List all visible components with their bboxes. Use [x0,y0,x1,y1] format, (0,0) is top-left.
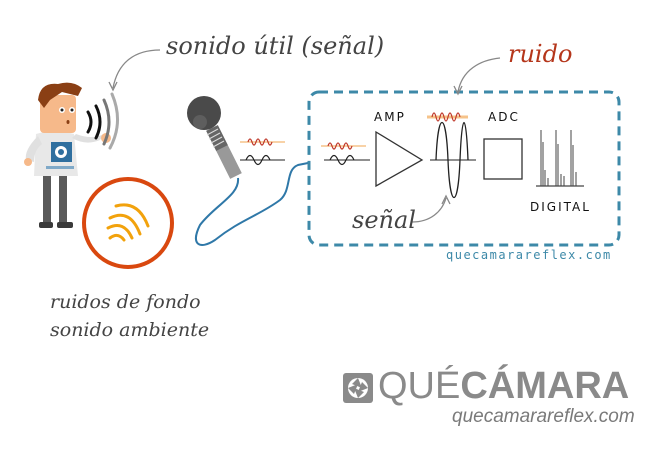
amplified-noise [427,112,468,122]
amplifier-icon [375,130,424,188]
box-site-label: quecamarareflex.com [446,248,612,262]
brand-que: QUÉ [378,365,461,407]
mic-waveforms [240,138,285,166]
voice-waves-icon [86,92,119,150]
background-noise-line1: ruidos de fondo [50,291,201,313]
microphone-icon [187,96,242,179]
arrow-useful-sound [112,49,161,89]
useful-sound-label: sonido útil (señal) [166,32,385,60]
digital-label: DIGITAL [530,200,591,214]
noise-label: ruido [508,40,573,68]
input-waveforms [321,142,370,166]
brand-camara: CÁMARA [460,365,630,407]
brand-site: quecamarareflex.com [452,406,635,427]
background-noise-line2: sonido ambiente [50,319,210,341]
brand-logo: QUÉCÁMARA [378,366,629,406]
background-noise-label: ruidos de fondo sonido ambiente [50,288,209,344]
ambient-noise-icon [82,177,174,269]
microphone-cable [195,162,309,246]
adc-label: ADC [488,110,520,124]
signal-label: señal [352,206,416,234]
amplified-signal [430,122,476,198]
brand-logo-icon [343,373,373,403]
amp-label: AMP [374,110,406,124]
processing-box [307,90,621,247]
adc-icon [483,138,523,180]
digital-output-icon [536,130,584,187]
